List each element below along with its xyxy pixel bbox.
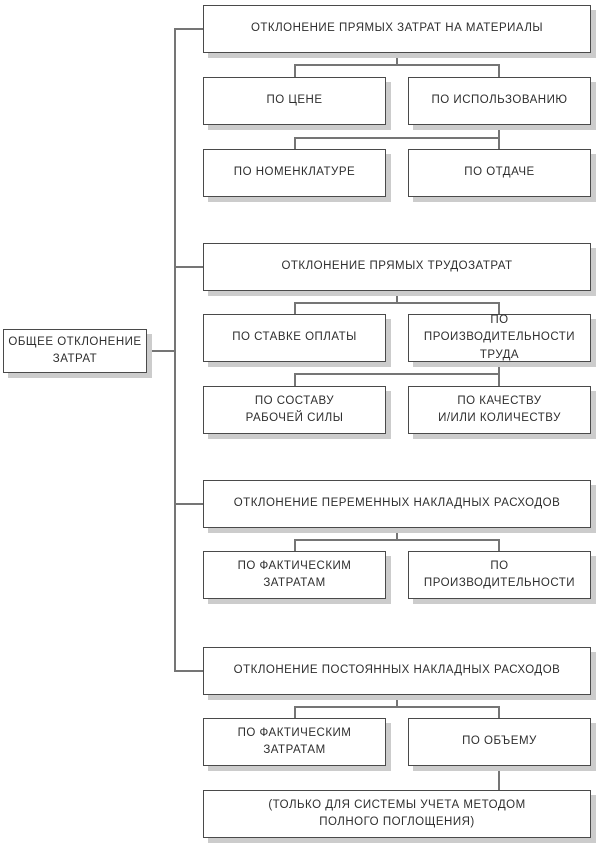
connector-s1-row1-right-drop — [498, 64, 500, 77]
connector-s1-row1-rail — [294, 64, 500, 66]
node-mix-variance: ПО НОМЕНКЛАТУРЕ — [203, 149, 386, 197]
connector-s3-header-drop — [396, 528, 398, 541]
node-yield-variance: ПО ОТДАЧЕ — [408, 149, 591, 197]
connector-s4-row-left-drop — [294, 706, 296, 718]
connector-s2-row1-rail — [294, 302, 500, 304]
connector-s2-header-drop — [396, 291, 398, 304]
connector-root-stub — [147, 350, 175, 352]
connector-s1-row2-right-drop — [498, 137, 500, 149]
connector-branch-fixed-overhead — [175, 670, 203, 672]
node-wage-rate-variance: ПО СТАВКЕ ОПЛАТЫ — [203, 314, 386, 362]
connector-s2-row1-right-drop — [498, 302, 500, 314]
node-fixed-actual-costs-variance: ПО ФАКТИЧЕСКИМ ЗАТРАТАМ — [203, 718, 386, 766]
connector-s4-note-drop — [498, 766, 500, 790]
node-direct-materials-variance: ОТКЛОНЕНИЕ ПРЯМЫХ ЗАТРАТ НА МАТЕРИАЛЫ — [203, 5, 591, 53]
node-absorption-costing-note: (ТОЛЬКО ДЛЯ СИСТЕМЫ УЧЕТА МЕТОДОМ ПОЛНОГ… — [203, 790, 591, 838]
node-variable-overhead-variance: ОТКЛОНЕНИЕ ПЕРЕМЕННЫХ НАКЛАДНЫХ РАСХОДОВ — [203, 480, 591, 528]
connector-s3-row-rail — [294, 539, 500, 541]
node-fixed-overhead-variance: ОТКЛОНЕНИЕ ПОСТОЯННЫХ НАКЛАДНЫХ РАСХОДОВ — [203, 647, 591, 695]
node-productivity-variance: ПО ПРОИЗВОДИТЕЛЬНОСТИ — [408, 551, 591, 599]
connector-s4-header-drop — [396, 695, 398, 708]
connector-branch-labor — [175, 266, 203, 268]
connector-s3-row-left-drop — [294, 539, 296, 551]
connector-s2-row2-rail — [294, 373, 500, 375]
connector-s2-row2-left-drop — [294, 373, 296, 386]
node-volume-variance: ПО ОБЪЕМУ — [408, 718, 591, 766]
connector-s3-row-right-drop — [498, 539, 500, 551]
node-workforce-composition-variance: ПО СОСТАВУ РАБОЧЕЙ СИЛЫ — [203, 386, 386, 434]
connector-s4-row-right-drop — [498, 706, 500, 718]
connector-s1-usage-drop — [498, 125, 500, 139]
connector-s2-row2-right-drop — [498, 373, 500, 386]
connector-s1-row2-rail — [294, 137, 500, 139]
connector-s2-row1-left-drop — [294, 302, 296, 314]
node-total-cost-variance: ОБЩЕЕ ОТКЛОНЕНИЕ ЗАТРАТ — [3, 329, 147, 373]
node-quality-quantity-variance: ПО КАЧЕСТВУ И/ИЛИ КОЛИЧЕСТВУ — [408, 386, 591, 434]
connector-branch-variable-overhead — [175, 503, 203, 505]
connector-s2-productivity-drop — [498, 362, 500, 375]
node-price-variance: ПО ЦЕНЕ — [203, 77, 386, 125]
connector-branch-materials — [175, 28, 203, 30]
node-variable-actual-costs-variance: ПО ФАКТИЧЕСКИМ ЗАТРАТАМ — [203, 551, 386, 599]
connector-s4-row-rail — [294, 706, 500, 708]
node-labor-productivity-variance: ПО ПРОИЗВОДИТЕЛЬНОСТИ ТРУДА — [408, 314, 591, 362]
connector-s1-row2-left-drop — [294, 137, 296, 149]
node-direct-labor-variance: ОТКЛОНЕНИЕ ПРЯМЫХ ТРУДОЗАТРАТ — [203, 243, 591, 291]
connector-trunk — [174, 28, 176, 672]
connector-s1-header-drop — [396, 53, 398, 66]
node-usage-variance: ПО ИСПОЛЬЗОВАНИЮ — [408, 77, 591, 125]
connector-s1-row1-left-drop — [294, 64, 296, 77]
